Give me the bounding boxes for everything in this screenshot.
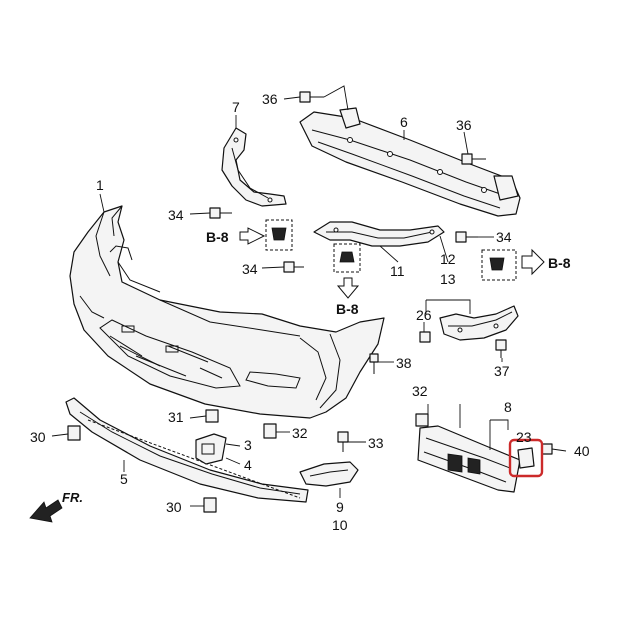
callout-13: 13 xyxy=(440,271,456,287)
callout-6: 6 xyxy=(400,114,408,130)
callout-5: 5 xyxy=(120,471,128,487)
lower-spoiler[interactable] xyxy=(65,397,309,503)
callout-9: 9 xyxy=(336,499,344,515)
small-bracket[interactable] xyxy=(195,433,227,465)
clip-31[interactable] xyxy=(205,409,219,423)
ref-arrow-left xyxy=(239,227,266,245)
callout-8: 8 xyxy=(504,399,512,415)
callout-40: 40 xyxy=(574,443,590,459)
callout-34c: 34 xyxy=(496,229,512,245)
callout-30a: 30 xyxy=(30,429,46,445)
highlighted-part-23[interactable] xyxy=(508,438,544,478)
ref-label-left: B-8 xyxy=(206,229,229,245)
highlight-box xyxy=(508,438,544,478)
clip-30a[interactable] xyxy=(67,425,81,441)
callout-labels: 1 3 4 5 6 7 8 9 10 11 12 13 23 26 30 30 … xyxy=(30,91,590,533)
clip-32a[interactable] xyxy=(415,413,429,427)
ref-box-left xyxy=(265,219,293,251)
front-direction-label: FR. xyxy=(62,490,83,505)
callout-26: 26 xyxy=(416,307,432,323)
license-plate-base[interactable] xyxy=(417,425,521,493)
ref-label-right: B-8 xyxy=(548,255,571,271)
callout-32b: 32 xyxy=(292,425,308,441)
bolt-33[interactable] xyxy=(337,431,349,452)
clip-26[interactable] xyxy=(419,331,431,343)
callout-37: 37 xyxy=(494,363,510,379)
callout-36a: 36 xyxy=(262,91,278,107)
fasteners xyxy=(67,91,553,513)
callout-23: 23 xyxy=(516,429,532,445)
callout-7: 7 xyxy=(232,99,240,115)
center-bracket[interactable] xyxy=(313,221,445,273)
ref-arrow-center xyxy=(336,277,360,299)
callout-3: 3 xyxy=(244,437,252,453)
callout-34a: 34 xyxy=(168,207,184,223)
clip-32b[interactable] xyxy=(263,423,277,439)
left-bracket[interactable] xyxy=(221,127,287,207)
screw-40[interactable] xyxy=(541,443,553,455)
callout-11: 11 xyxy=(390,263,405,279)
callout-38: 38 xyxy=(396,355,412,371)
callout-12: 12 xyxy=(440,251,456,267)
callout-30b: 30 xyxy=(166,499,182,515)
bolt-34c[interactable] xyxy=(455,231,478,243)
bolt-36b[interactable] xyxy=(461,153,486,165)
ref-label-center: B-8 xyxy=(336,301,359,317)
callout-1: 1 xyxy=(96,177,104,193)
callout-4: 4 xyxy=(244,457,252,473)
clip-30b[interactable] xyxy=(203,497,217,513)
bolt-37[interactable] xyxy=(495,339,507,358)
callout-10: 10 xyxy=(332,517,348,533)
front-direction-arrow: FR. xyxy=(29,490,83,523)
callout-33: 33 xyxy=(368,435,384,451)
garnish-piece[interactable] xyxy=(299,461,359,487)
bolt-36a[interactable] xyxy=(299,91,324,103)
callout-31: 31 xyxy=(168,409,184,425)
bumper-beam[interactable] xyxy=(299,107,521,217)
bumper-cover[interactable] xyxy=(69,205,385,419)
ref-arrow-right xyxy=(521,248,545,276)
ref-box-right xyxy=(481,249,517,281)
callout-36b: 36 xyxy=(456,117,472,133)
screw-38[interactable] xyxy=(369,353,379,374)
callout-32a: 32 xyxy=(412,383,428,399)
bolt-34a[interactable] xyxy=(209,207,232,219)
right-bracket[interactable] xyxy=(439,305,519,341)
bolt-34b[interactable] xyxy=(283,261,304,273)
leader-lines xyxy=(51,85,567,507)
callout-34b: 34 xyxy=(242,261,258,277)
